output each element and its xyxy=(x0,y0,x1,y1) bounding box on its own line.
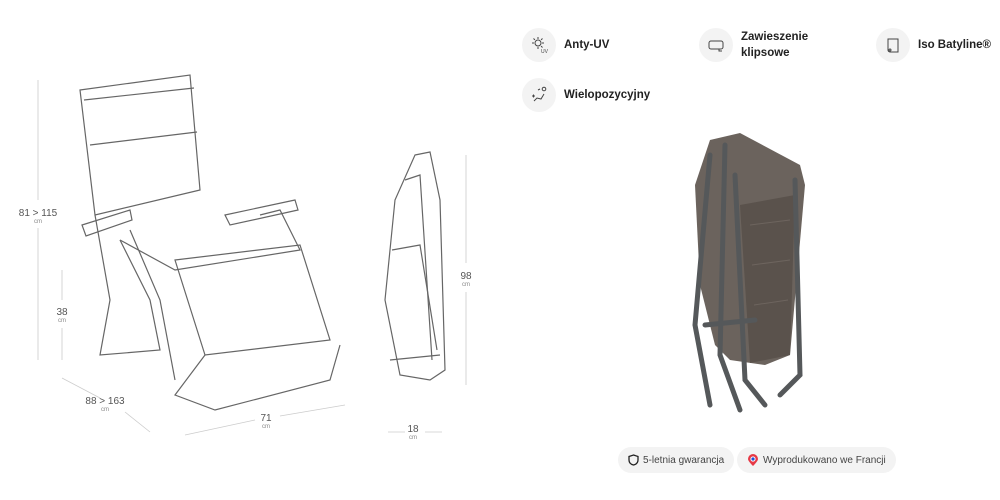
feature-iso-batyline: Iso Batyline® xyxy=(876,28,998,62)
feature-clip-suspension: Zawieszenie klipsowe xyxy=(699,28,821,62)
chair-dimension-drawing xyxy=(37,74,467,436)
folded-chair-photo xyxy=(692,133,805,413)
svg-text:UV: UV xyxy=(541,49,548,54)
feature-multi-position: Wielopozycyjny xyxy=(522,78,674,112)
shield-icon xyxy=(628,454,639,466)
france-pin-icon xyxy=(748,453,758,466)
recline-positions-icon xyxy=(522,78,556,112)
made-in-france-badge: Wyprodukowano we Francji xyxy=(737,447,896,473)
fabric-roll-icon xyxy=(876,28,910,62)
warranty-badge: 5-letnia gwarancja xyxy=(618,447,735,473)
clip-suspension-icon xyxy=(699,28,733,62)
sun-uv-icon: UV xyxy=(522,28,556,62)
feature-anti-uv: UV Anty-UV xyxy=(522,28,644,62)
